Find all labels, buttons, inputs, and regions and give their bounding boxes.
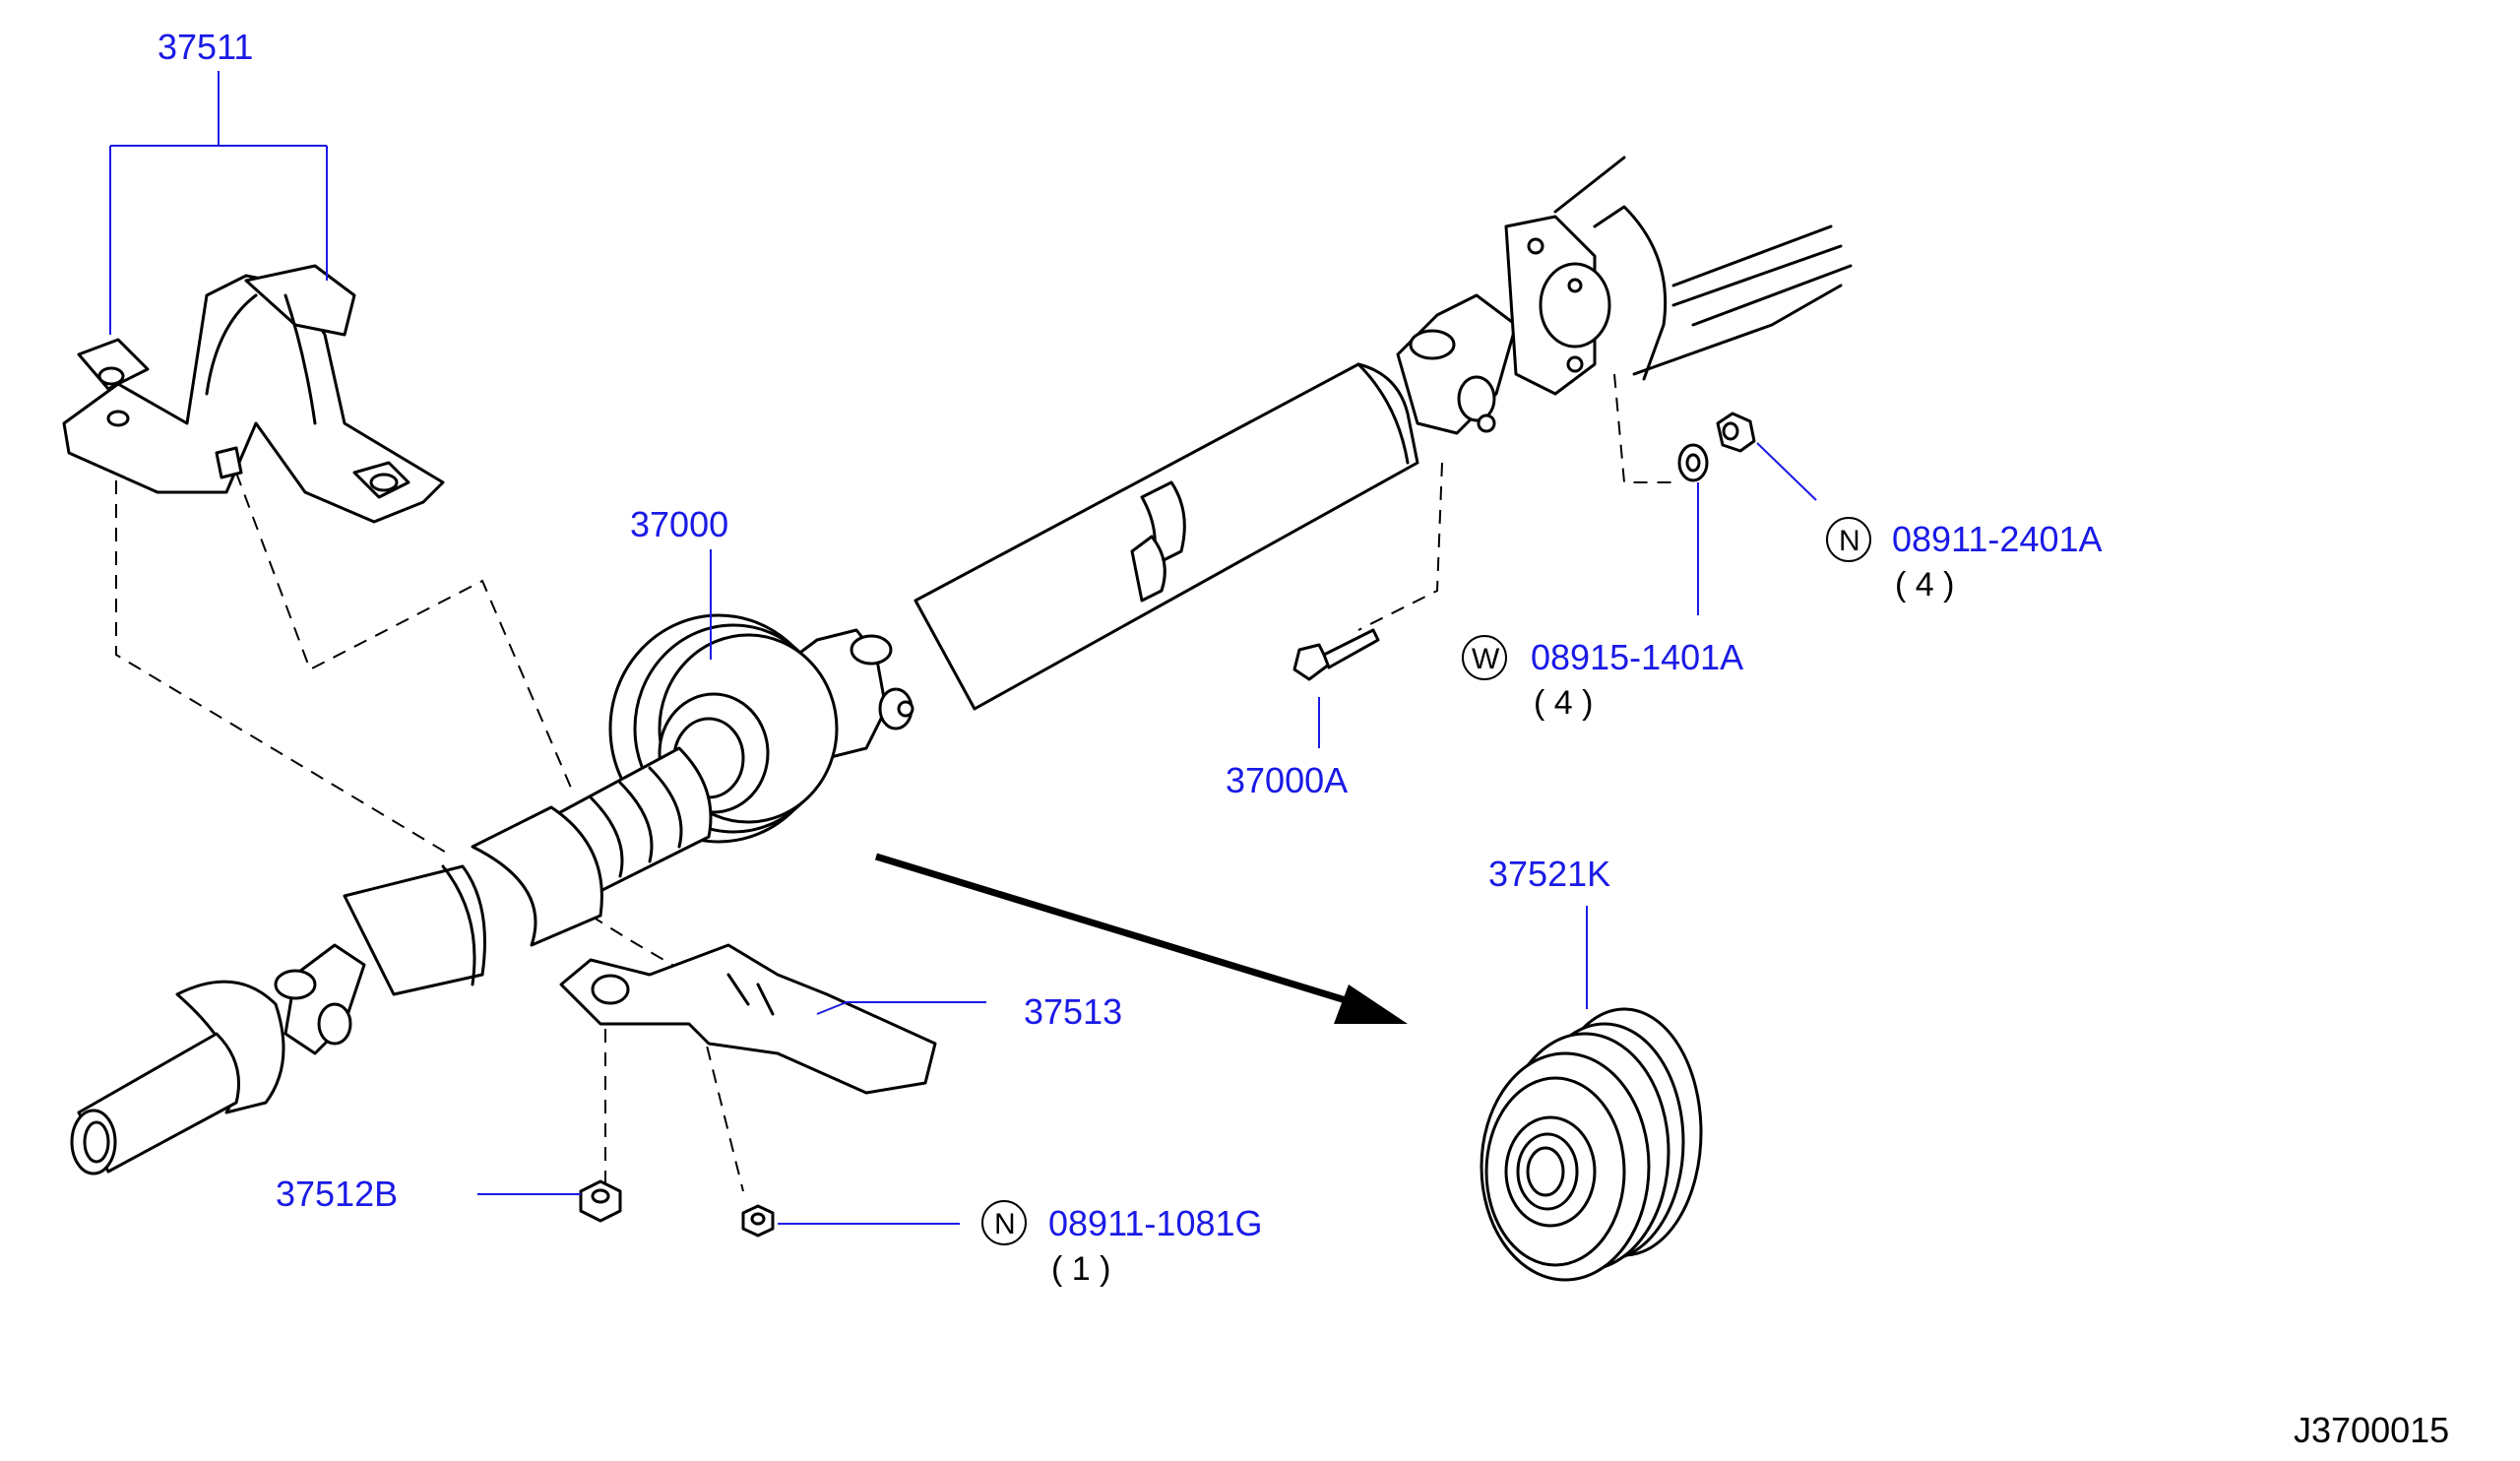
qty-08915-1401A: ( 4 ): [1534, 684, 1593, 722]
washer-and-nut-rear: [1677, 412, 1756, 482]
badge-letter-w-1401: W: [1472, 643, 1500, 675]
label-37513: 37513: [1024, 991, 1122, 1032]
label-37521K: 37521K: [1488, 854, 1610, 894]
nut-08911-1081G: [741, 1204, 775, 1238]
leader-lines: [109, 71, 1817, 1225]
qty-08911-1081G: ( 1 ): [1051, 1250, 1110, 1288]
label-08911-1081G: 08911-1081G: [1048, 1203, 1263, 1243]
label-08915-1401A: 08915-1401A: [1531, 637, 1743, 677]
nut-37512B: [579, 1179, 622, 1223]
label-37000A: 37000A: [1226, 760, 1348, 800]
center-bearing-bracket-37511: [62, 264, 445, 524]
center-bearing-37521K: [1480, 1007, 1703, 1282]
propeller-shaft-37000: [70, 156, 1853, 1175]
badge-n-2401: N: [1826, 517, 1871, 562]
badge-w-1401: W: [1462, 635, 1507, 680]
bracket-37513: [559, 943, 937, 1095]
badge-letter-n-1081: N: [994, 1208, 1016, 1240]
label-37000: 37000: [630, 504, 728, 544]
label-37511: 37511: [158, 27, 253, 67]
label-08911-2401A: 08911-2401A: [1892, 519, 2103, 559]
badge-letter-n-2401: N: [1839, 525, 1860, 557]
diagram-code: J3700015: [2294, 1410, 2449, 1450]
label-37512B: 37512B: [276, 1174, 398, 1214]
detail-arrow: [874, 853, 1408, 1024]
badge-n-1081: N: [981, 1200, 1027, 1245]
assembly-guide-lines: [115, 373, 1673, 1192]
bolt-37000A: [1292, 628, 1380, 681]
qty-08911-2401A: ( 4 ): [1895, 566, 1954, 603]
